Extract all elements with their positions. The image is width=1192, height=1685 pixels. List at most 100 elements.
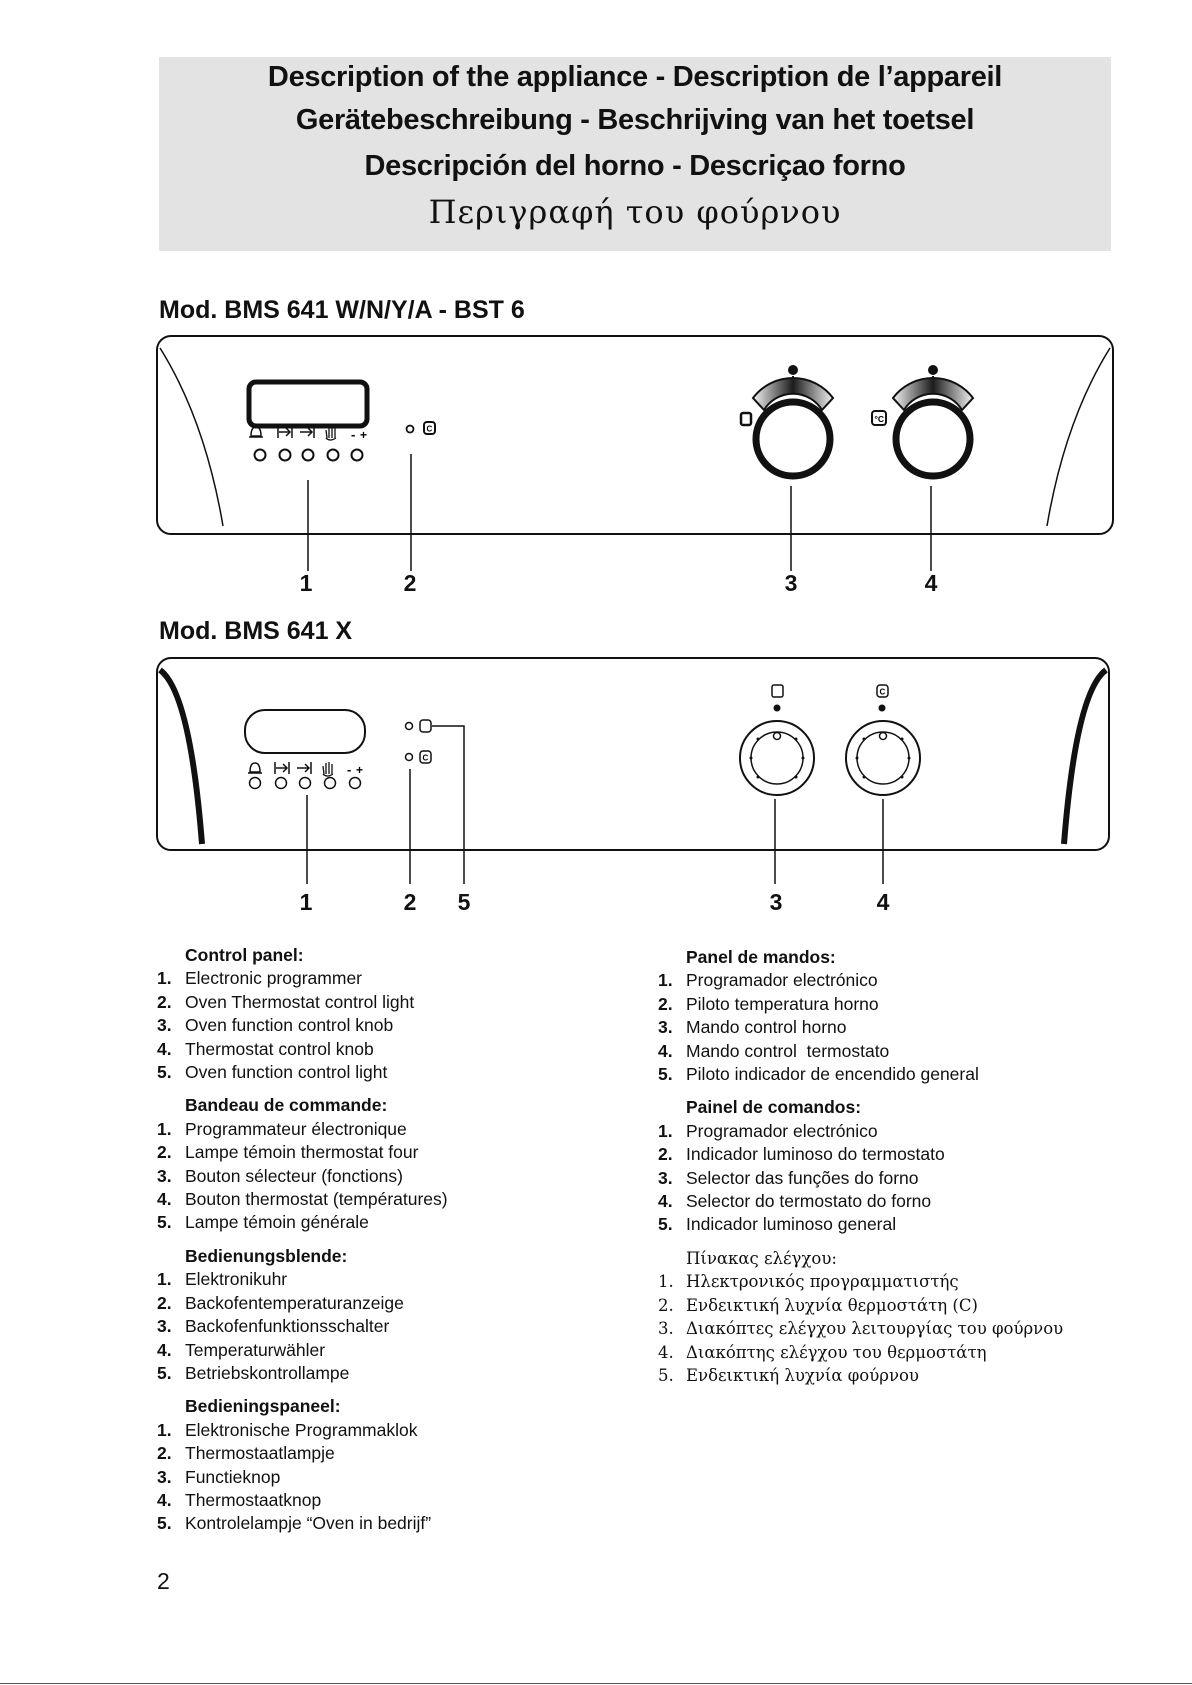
list-item: 5.Indicador luminoso general <box>658 1214 897 1235</box>
panel-right-trim <box>1061 667 1108 845</box>
bell-icon <box>249 426 263 438</box>
panel-outline <box>156 657 1110 851</box>
programmer-button-2 <box>274 776 288 790</box>
legend-section-title: Control panel: <box>185 945 304 965</box>
title-line-gr: Περιγραφή του φούρνου <box>428 193 842 231</box>
list-item: 2.Lampe témoin thermostat four <box>157 1142 419 1163</box>
model-title-2: Mod. BMS 641 X <box>159 617 353 645</box>
list-item: 3.Mando control horno <box>658 1017 847 1038</box>
programmer-button-5 <box>350 448 364 462</box>
list-item: 1.Programador electrónico <box>658 1120 878 1141</box>
knob-3-marker <box>788 365 798 375</box>
list-item: 4.Thermostat control knob <box>157 1038 374 1059</box>
end-time-icon <box>300 426 315 438</box>
list-item: 5.Piloto indicador de encendido general <box>658 1064 979 1085</box>
plus-icon: + <box>356 763 363 777</box>
legend-section-title: Bandeau de commande: <box>185 1095 388 1116</box>
legend-section-title: Bedienungsblende: <box>185 1245 348 1266</box>
programmer-display <box>246 379 370 429</box>
svg-text:°C: °C <box>875 414 885 424</box>
legend-column-left: Control panel: 1.Electronic programmer 2… <box>157 944 637 1546</box>
knob-4-scale-arc <box>891 377 975 412</box>
callout-3: 3 <box>769 889 783 915</box>
knob-3-marker <box>773 704 781 712</box>
list-item: 2.Backofentemperaturanzeige <box>157 1292 404 1313</box>
list-item: 3.Bouton sélecteur (fonctions) <box>157 1165 403 1186</box>
list-item: 4.Temperaturwähler <box>157 1339 326 1360</box>
legend-column-right: Panel de mandos: 1.Programador electróni… <box>658 946 1168 1397</box>
programmer-button-4 <box>326 448 340 462</box>
thermostat-icon <box>871 410 887 426</box>
knob-4-marker <box>928 365 938 375</box>
legend-section-title: Πίνακας ελέγχου: <box>686 1248 837 1268</box>
list-item: 2.Piloto temperatura horno <box>658 993 879 1014</box>
list-item: 2.Thermostaatlampje <box>157 1443 335 1464</box>
list-item: 4.Διακόπτης ελέγχου του θερμοστάτη <box>658 1342 987 1362</box>
legend-section-es: Panel de mandos: 1.Programador electróni… <box>658 946 1168 1086</box>
plus-icon: + <box>360 428 367 442</box>
list-item: 1.Programmateur électronique <box>157 1118 407 1139</box>
callout-1: 1 <box>299 889 313 915</box>
knob-4-marker <box>878 704 886 712</box>
list-item: 5.Ενδεικτική λυχνία φούρνου <box>658 1365 919 1385</box>
list-item: 1.Ηλεκτρονικός προγραμματιστής <box>658 1272 959 1292</box>
list-item: 1.Elektronikuhr <box>157 1269 288 1290</box>
legend-section-de: Bedienungsblende: 1.Elektronikuhr 2.Back… <box>157 1245 637 1385</box>
oven-function-light-icon <box>419 719 432 733</box>
cook-time-icon <box>274 762 290 774</box>
oven-function-knob <box>752 398 834 480</box>
panel-left-trim <box>158 667 205 845</box>
programmer-button-1 <box>253 448 267 462</box>
thermostat-knob <box>892 398 974 480</box>
callout-3: 3 <box>784 570 798 596</box>
list-item: 5.Oven function control light <box>157 1062 388 1083</box>
list-item: 2.Oven Thermostat control light <box>157 991 415 1012</box>
list-item: 3.Functieknop <box>157 1466 281 1487</box>
list-item: 3.Backofenfunktionsschalter <box>157 1316 390 1337</box>
control-panel-diagram-2: - + C C <box>156 657 1110 884</box>
list-item: 5.Kontrolelampje “Oven in bedrijf” <box>157 1513 432 1534</box>
legend-section-title: Bedieningspaneel: <box>185 1396 341 1417</box>
svg-text:C: C <box>880 688 886 697</box>
legend-section-title: Painel de comandos: <box>686 1097 862 1118</box>
panel-left-curve <box>159 347 224 527</box>
title-banner: Description of the appliance - Descripti… <box>159 57 1111 251</box>
list-item: 2.Indicador luminoso do termostato <box>658 1144 945 1165</box>
page-number: 2 <box>157 1568 170 1594</box>
programmer-button-3 <box>301 448 315 462</box>
minus-icon: - <box>347 762 351 777</box>
celsius-glyph-icon: C <box>423 754 429 763</box>
legend-section-gr: Πίνακας ελέγχου: 1.Ηλεκτρονικός προγραμμ… <box>658 1247 1168 1387</box>
callout-4: 4 <box>876 889 890 915</box>
list-item: 5.Lampe témoin générale <box>157 1212 369 1233</box>
model-title-1: Mod. BMS 641 W/N/Y/A - BST 6 <box>159 296 525 324</box>
programmer-display <box>244 709 366 754</box>
oven-function-icon <box>739 411 753 427</box>
thermostat-symbol-icon <box>419 750 432 764</box>
programmer-button-5 <box>348 776 362 790</box>
footer-rule <box>0 1683 1192 1684</box>
list-item: 1.Elektronische Programmaklok <box>157 1419 418 1440</box>
oven-function-light <box>404 721 414 731</box>
callout-1: 1 <box>299 570 313 596</box>
thermostat-light <box>405 424 415 434</box>
programmer-button-1 <box>248 776 262 790</box>
oven-function-icon <box>771 684 784 698</box>
control-panel-diagram-1: - + C °C <box>156 335 1114 571</box>
legend-section-nl: Bedieningspaneel: 1.Elektronische Progra… <box>157 1395 637 1535</box>
manual-hand-icon <box>322 762 334 777</box>
list-item: 3.Selector das funções do forno <box>658 1167 919 1188</box>
legend-section-title: Panel de mandos: <box>686 947 836 967</box>
knob-3-scale-arc <box>751 377 835 412</box>
list-item: 3.Oven function control knob <box>157 1015 394 1036</box>
list-item: 4.Mando control termostato <box>658 1040 890 1061</box>
title-line-de-nl: Gerätebeschreibung - Beschrijving van he… <box>295 104 975 136</box>
leader-line-5 <box>432 725 465 884</box>
panel-right-curve <box>1046 347 1111 527</box>
programmer-button-2 <box>278 448 292 462</box>
thermostat-icon <box>876 684 889 698</box>
list-item: 1.Electronic programmer <box>157 968 362 989</box>
legend-section-pt: Painel de comandos: 1.Programador electr… <box>658 1096 1168 1236</box>
programmer-button-4 <box>323 776 337 790</box>
programmer-button-3 <box>298 776 312 790</box>
